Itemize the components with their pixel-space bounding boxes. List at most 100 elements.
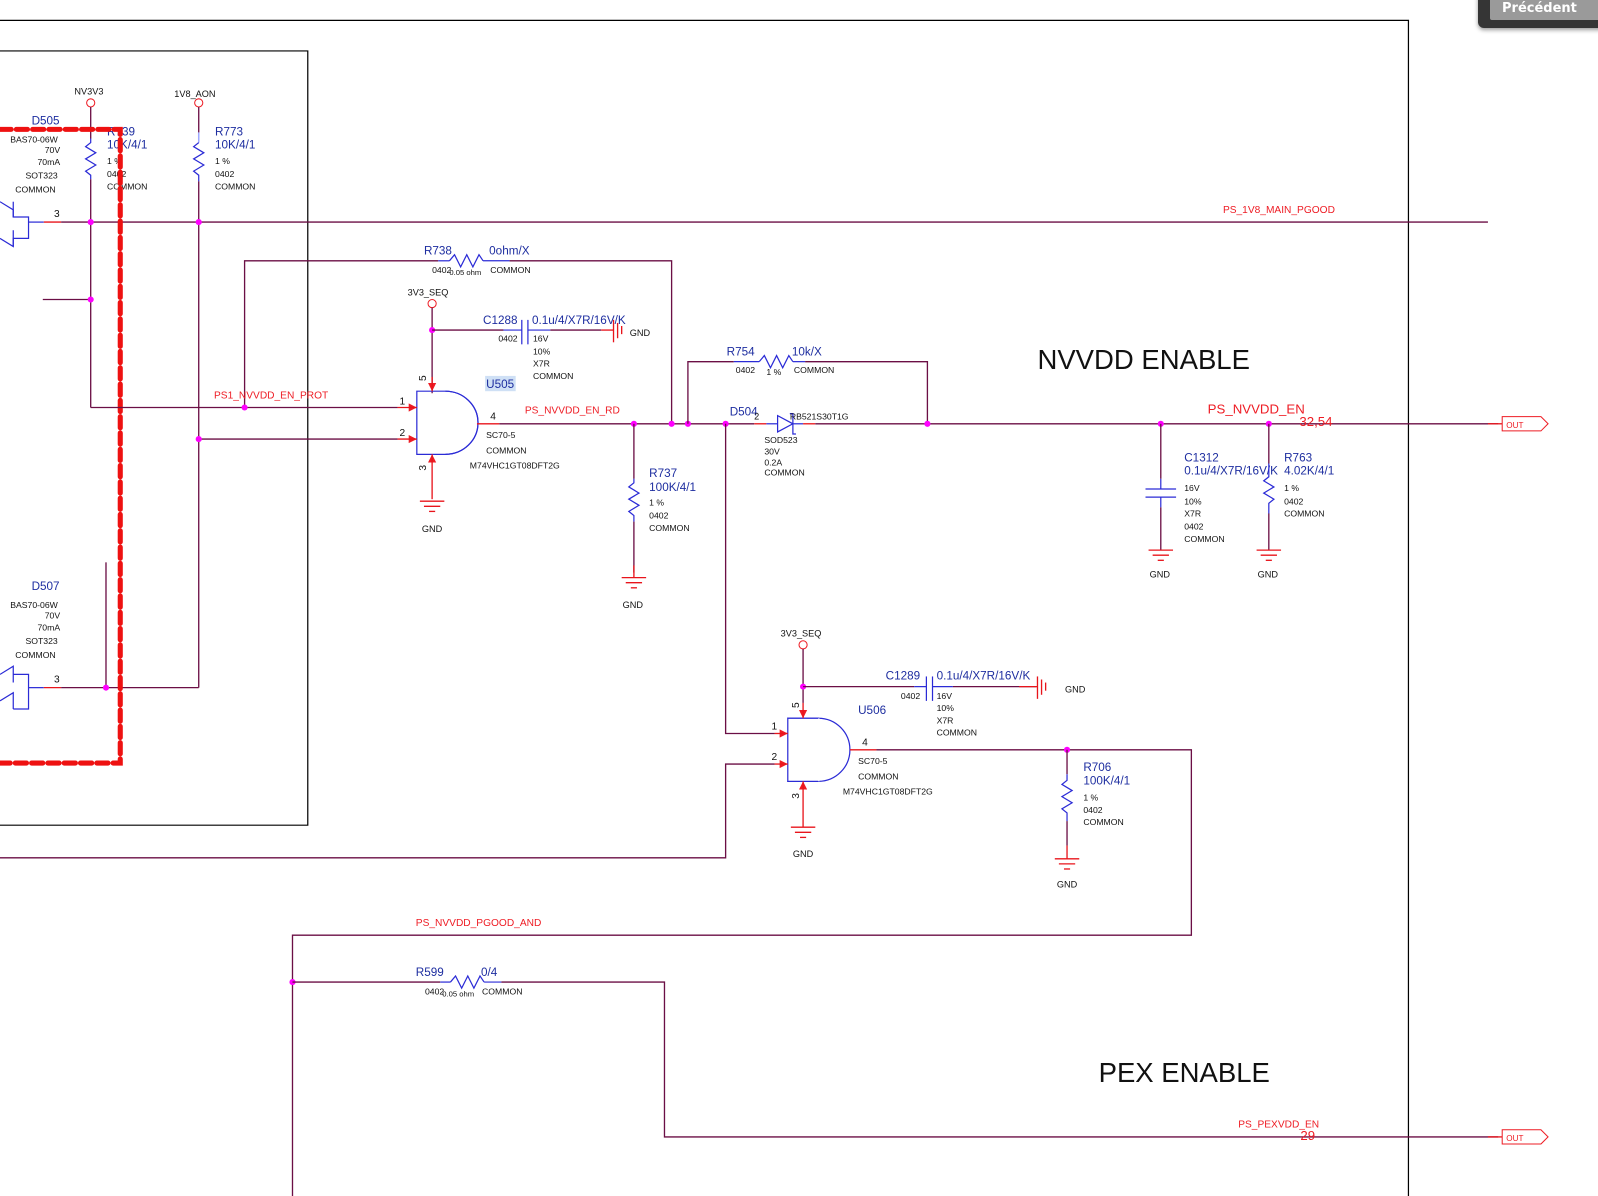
svg-text:SOT323: SOT323 [25, 170, 57, 180]
svg-text:R763: R763 [1284, 451, 1312, 464]
svg-text:R706: R706 [1083, 761, 1111, 774]
gnd-label-r763: GND [1258, 570, 1279, 580]
svg-text:C1289: C1289 [886, 670, 921, 683]
diode-d507[interactable]: D507 BAS70-06W 70V 70mA SOT323 COMMON 3 [0, 580, 62, 710]
svg-text:U505: U505 [486, 378, 514, 391]
svg-text:NV3V3: NV3V3 [74, 87, 103, 97]
svg-text:5: 5 [791, 702, 802, 708]
net-label-ps-nvvdd-en: PS_NVVDD_EN [1208, 402, 1305, 417]
svg-text:0.05 ohm: 0.05 ohm [449, 268, 481, 277]
svg-text:COMMON: COMMON [858, 771, 898, 781]
svg-text:GND: GND [793, 849, 814, 859]
svg-text:COMMON: COMMON [107, 181, 147, 191]
offpage-connector-ps-nvvdd-en[interactable]: OUT [1487, 416, 1549, 432]
resistor-r737[interactable]: R737 100K/4/1 1 % 0402 COMMON [621, 423, 696, 589]
svg-text:D505: D505 [32, 114, 60, 127]
net-label-ps1-nvvdd-en-prot: PS1_NVVDD_EN_PROT [214, 390, 328, 401]
svg-text:COMMON: COMMON [794, 365, 834, 375]
svg-text:COMMON: COMMON [533, 371, 573, 381]
svg-text:5: 5 [418, 375, 429, 381]
svg-text:COMMON: COMMON [764, 468, 804, 478]
capacitor-c1288[interactable]: C1288 0.1u/4/X7R/16V/K 0402 16V 10% X7R … [432, 314, 626, 381]
svg-text:3: 3 [418, 465, 429, 471]
svg-text:0402: 0402 [649, 511, 668, 521]
svg-text:M74VHC1GT08DFT2G: M74VHC1GT08DFT2G [843, 787, 933, 797]
svg-text:OUT: OUT [1506, 1134, 1523, 1143]
svg-text:0402: 0402 [215, 169, 234, 179]
resistor-r739[interactable]: R739 10K/4/1 1 % 0402 COMMON [84, 106, 148, 408]
svg-text:BAS70-06W: BAS70-06W [10, 135, 58, 145]
resistor-r754[interactable]: R754 10k/X 0402 1 % COMMON [727, 346, 835, 377]
svg-text:0.2A: 0.2A [764, 458, 782, 468]
svg-text:1 %: 1 % [107, 156, 122, 166]
svg-text:C1312: C1312 [1184, 451, 1219, 464]
and-gate-u506[interactable]: U506 5 1 2 3 4 SC70-5 COMMON M74VHC1GT08… [771, 702, 933, 828]
svg-text:COMMON: COMMON [937, 728, 977, 738]
resistor-r763[interactable]: R763 4.02K/4/1 1 % 0402 COMMON [1256, 423, 1335, 561]
svg-text:1 %: 1 % [766, 367, 781, 377]
diode-d505[interactable]: D505 BAS70-06W 70V 70mA SOT323 COMMON 3 [0, 114, 62, 248]
highlight-box [0, 126, 123, 766]
svg-text:3: 3 [54, 209, 60, 220]
svg-text:10k/X: 10k/X [792, 346, 822, 359]
svg-text:4: 4 [490, 412, 496, 423]
svg-text:1 %: 1 % [1083, 793, 1098, 803]
svg-text:16V: 16V [1184, 483, 1200, 493]
power-port-nv3v3: NV3V3 [74, 87, 103, 108]
svg-text:COMMON: COMMON [1083, 817, 1123, 827]
svg-text:16V: 16V [533, 333, 549, 343]
svg-text:0402: 0402 [1184, 522, 1203, 532]
svg-text:COMMON: COMMON [649, 523, 689, 533]
resistor-r706[interactable]: R706 100K/4/1 1 % 0402 COMMON [1054, 749, 1130, 870]
svg-text:10K/4/1: 10K/4/1 [107, 139, 147, 152]
svg-text:0.1u/4/X7R/16V/K: 0.1u/4/X7R/16V/K [532, 314, 626, 327]
sheet-frame [0, 19, 1410, 1196]
power-port-3v3-seq-1: 3V3_SEQ [408, 287, 449, 309]
svg-text:X7R: X7R [1184, 509, 1201, 519]
net-page-ref-ps-nvvdd-en: 32,54 [1299, 414, 1332, 429]
and-gate-u505[interactable]: U505 5 1 2 3 4 SC70-5 COMMON M74VHC1GT08… [397, 375, 560, 500]
net-label-ps-pexvdd-en: PS_PEXVDD_EN [1238, 1120, 1319, 1131]
svg-text:30V: 30V [764, 446, 780, 456]
previous-page-button[interactable]: Précédent [1478, 0, 1598, 28]
svg-text:COMMON: COMMON [486, 445, 526, 455]
svg-text:OUT: OUT [1506, 421, 1523, 430]
svg-text:1 %: 1 % [215, 156, 230, 166]
svg-text:1: 1 [771, 721, 777, 732]
svg-text:R773: R773 [215, 125, 243, 138]
svg-text:3V3_SEQ: 3V3_SEQ [408, 287, 449, 297]
resistor-r738[interactable]: R738 0ohm/X 0402 0.05 ohm COMMON [424, 245, 531, 277]
svg-text:4.02K/4/1: 4.02K/4/1 [1284, 465, 1334, 478]
diode-d504[interactable]: D504 2 RB521S30T1G SOD523 30V 0.2A COMMO… [730, 406, 849, 478]
svg-text:COMMON: COMMON [482, 986, 522, 996]
gnd-label-c1288: GND [630, 328, 651, 338]
svg-text:R754: R754 [727, 346, 755, 359]
net-ps-pexvdd-en [501, 981, 1499, 1138]
offpage-connector-ps-pexvdd-en[interactable]: OUT [1487, 1129, 1549, 1145]
svg-text:0402: 0402 [498, 333, 517, 343]
svg-text:16V: 16V [937, 691, 953, 701]
svg-text:0402: 0402 [432, 265, 451, 275]
capacitor-c1289[interactable]: C1289 0.1u/4/X7R/16V/K 0402 16V 10% X7R … [803, 670, 1047, 738]
svg-text:BAS70-06W: BAS70-06W [10, 600, 58, 610]
net-label-ps-nvvdd-pgood-and: PS_NVVDD_PGOOD_AND [416, 918, 542, 929]
svg-text:C1288: C1288 [483, 314, 518, 327]
resistor-r599[interactable]: R599 0/4 0402 0.05 ohm COMMON [416, 966, 523, 998]
svg-text:SC70-5: SC70-5 [486, 430, 516, 440]
power-port-3v3-seq-2: 3V3_SEQ [781, 629, 821, 650]
resistor-r773[interactable]: R773 10K/4/1 1 % 0402 COMMON [192, 106, 256, 688]
svg-text:1 %: 1 % [649, 497, 664, 507]
svg-text:D504: D504 [730, 406, 758, 419]
gnd-label-r737: GND [623, 600, 644, 610]
net-label-ps-nvvdd-en-rd: PS_NVVDD_EN_RD [525, 406, 620, 417]
svg-text:SC70-5: SC70-5 [858, 756, 888, 766]
svg-text:U506: U506 [858, 704, 886, 717]
capacitor-c1312[interactable]: C1312 0.1u/4/X7R/16V/K 16V 10% X7R 0402 … [1145, 423, 1279, 561]
svg-text:10%: 10% [1184, 496, 1202, 506]
svg-text:2: 2 [754, 412, 759, 422]
svg-text:0.1u/4/X7R/16V/K: 0.1u/4/X7R/16V/K [937, 670, 1031, 683]
svg-text:0402: 0402 [107, 169, 126, 179]
svg-text:10%: 10% [937, 703, 955, 713]
svg-text:SOT323: SOT323 [25, 636, 57, 646]
